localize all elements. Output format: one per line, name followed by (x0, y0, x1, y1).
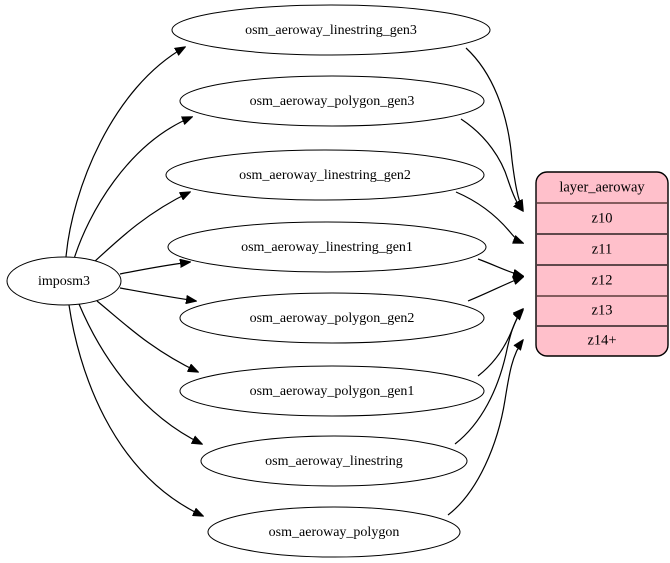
edge-polygon-gen2-to-z12 (467, 277, 523, 302)
imposm3-label: imposm3 (38, 274, 90, 289)
edge-imposm3-to-polygon (68, 304, 203, 516)
edge-imposm3-to-linestring-gen3 (65, 47, 185, 258)
ellipse-shape[interactable] (179, 292, 485, 344)
layer-aeroway-row-z12[interactable]: z12 (592, 272, 613, 288)
layer-aeroway-row-z11[interactable]: z11 (592, 241, 612, 257)
node-layer-aeroway[interactable]: layer_aeroway z10 z11 z12 z13 z14+ (535, 171, 669, 357)
edge-imposm3-to-linestring (78, 303, 202, 444)
edge-polygon-gen3-to-z10 (460, 118, 523, 211)
edge-group-tables-to-layer (447, 47, 523, 516)
layer-aeroway-row-z13[interactable]: z13 (592, 302, 613, 318)
edge-imposm3-to-linestring-gen1 (119, 262, 190, 275)
edge-linestring-to-z13 (454, 310, 523, 445)
edge-group-source-to-tables (65, 47, 203, 516)
node-osm-aeroway-polygon-gen2[interactable]: osm_aeroway_polygon_gen2 (179, 292, 485, 344)
edge-polygon-to-z14 (447, 340, 523, 516)
ellipse-shape[interactable] (165, 149, 485, 201)
layer-aeroway-row-z14plus[interactable]: z14+ (587, 332, 616, 348)
node-osm-aeroway-linestring-gen1[interactable]: osm_aeroway_linestring_gen1 (167, 221, 487, 273)
node-imposm3[interactable]: imposm3 (6, 256, 122, 306)
ellipse-shape[interactable] (179, 75, 485, 127)
ellipse-shape[interactable] (179, 365, 485, 417)
ellipse-shape[interactable] (207, 506, 461, 558)
edge-imposm3-to-polygon-gen2 (119, 287, 196, 301)
node-osm-aeroway-polygon-gen1[interactable]: osm_aeroway_polygon_gen1 (179, 365, 485, 417)
node-osm-aeroway-polygon-gen3[interactable]: osm_aeroway_polygon_gen3 (179, 75, 485, 127)
node-label: osm_aeroway_polygon_gen3 (250, 94, 415, 109)
node-osm-aeroway-linestring-gen3[interactable]: osm_aeroway_linestring_gen3 (171, 4, 491, 56)
edge-imposm3-to-polygon-gen1 (96, 300, 198, 372)
edge-linestring-gen2-to-z11 (455, 191, 523, 243)
node-osm-aeroway-polygon[interactable]: osm_aeroway_polygon (207, 506, 461, 558)
layer-aeroway-header-label: layer_aeroway (559, 179, 645, 195)
imposm3-ellipse[interactable] (6, 256, 122, 306)
node-label: osm_aeroway_linestring_gen1 (241, 240, 413, 255)
ellipse-shape[interactable] (200, 435, 468, 487)
edge-imposm3-to-polygon-gen3 (73, 117, 192, 260)
edge-imposm3-to-linestring-gen2 (92, 192, 190, 264)
ellipse-shape[interactable] (171, 4, 491, 56)
node-label: osm_aeroway_polygon_gen2 (250, 311, 415, 326)
layer-aeroway-row-z10[interactable]: z10 (592, 210, 613, 226)
node-osm-aeroway-linestring[interactable]: osm_aeroway_linestring (200, 435, 468, 487)
edge-linestring-gen3-to-z10 (465, 47, 523, 210)
node-label: osm_aeroway_linestring (265, 454, 403, 469)
node-label: osm_aeroway_linestring_gen3 (245, 23, 417, 38)
edge-linestring-gen1-to-z12 (477, 258, 523, 276)
layer-aeroway-body[interactable] (535, 171, 669, 357)
node-osm-aeroway-linestring-gen2[interactable]: osm_aeroway_linestring_gen2 (165, 149, 485, 201)
ellipse-shape[interactable] (167, 221, 487, 273)
node-label: osm_aeroway_linestring_gen2 (239, 168, 411, 183)
node-label: osm_aeroway_polygon_gen1 (250, 384, 415, 399)
node-label: osm_aeroway_polygon (269, 525, 400, 540)
